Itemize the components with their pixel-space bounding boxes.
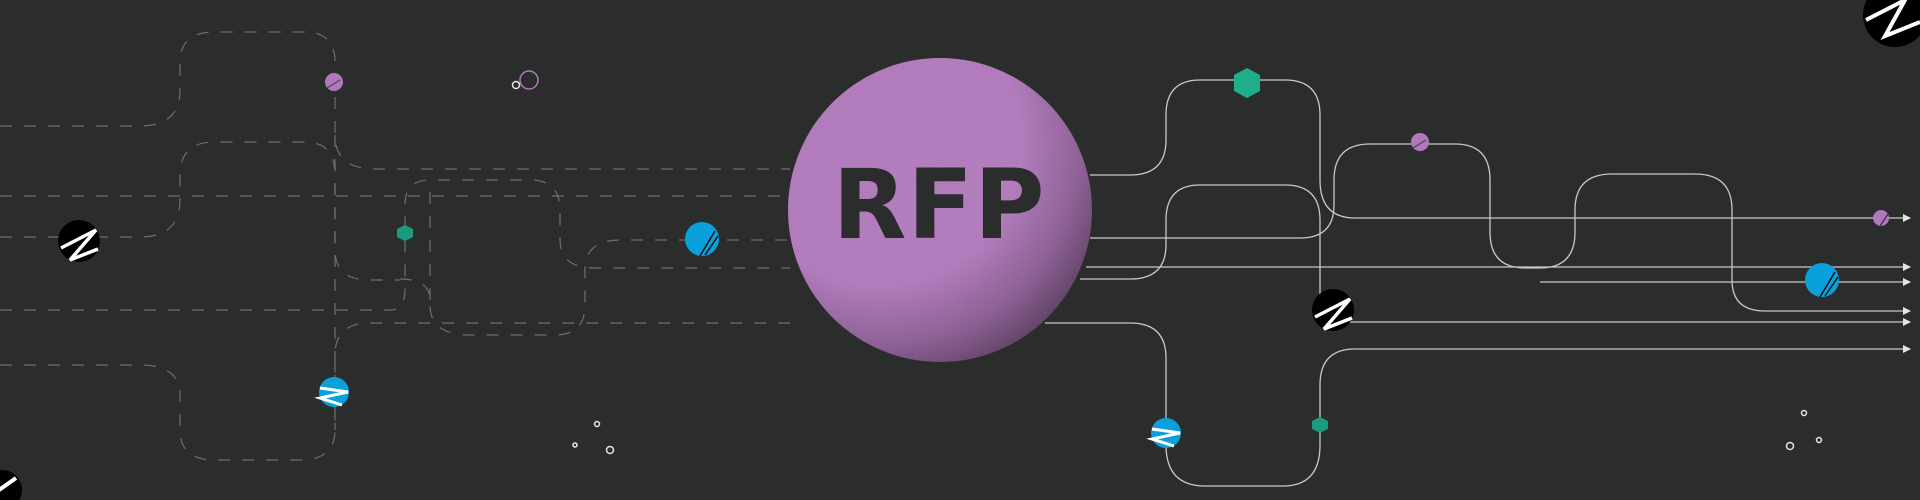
green-hexagon-icon (397, 68, 1328, 433)
bubble-ring-icon (511, 70, 1823, 455)
blue-scribble-planet-icon (314, 377, 1181, 448)
blue-planet-icon (685, 222, 1839, 298)
rfp-title: RFP (832, 149, 1046, 261)
purple-planet-icon (325, 73, 1889, 227)
rfp-sphere (788, 58, 1092, 362)
dashed-paths (0, 31, 790, 461)
